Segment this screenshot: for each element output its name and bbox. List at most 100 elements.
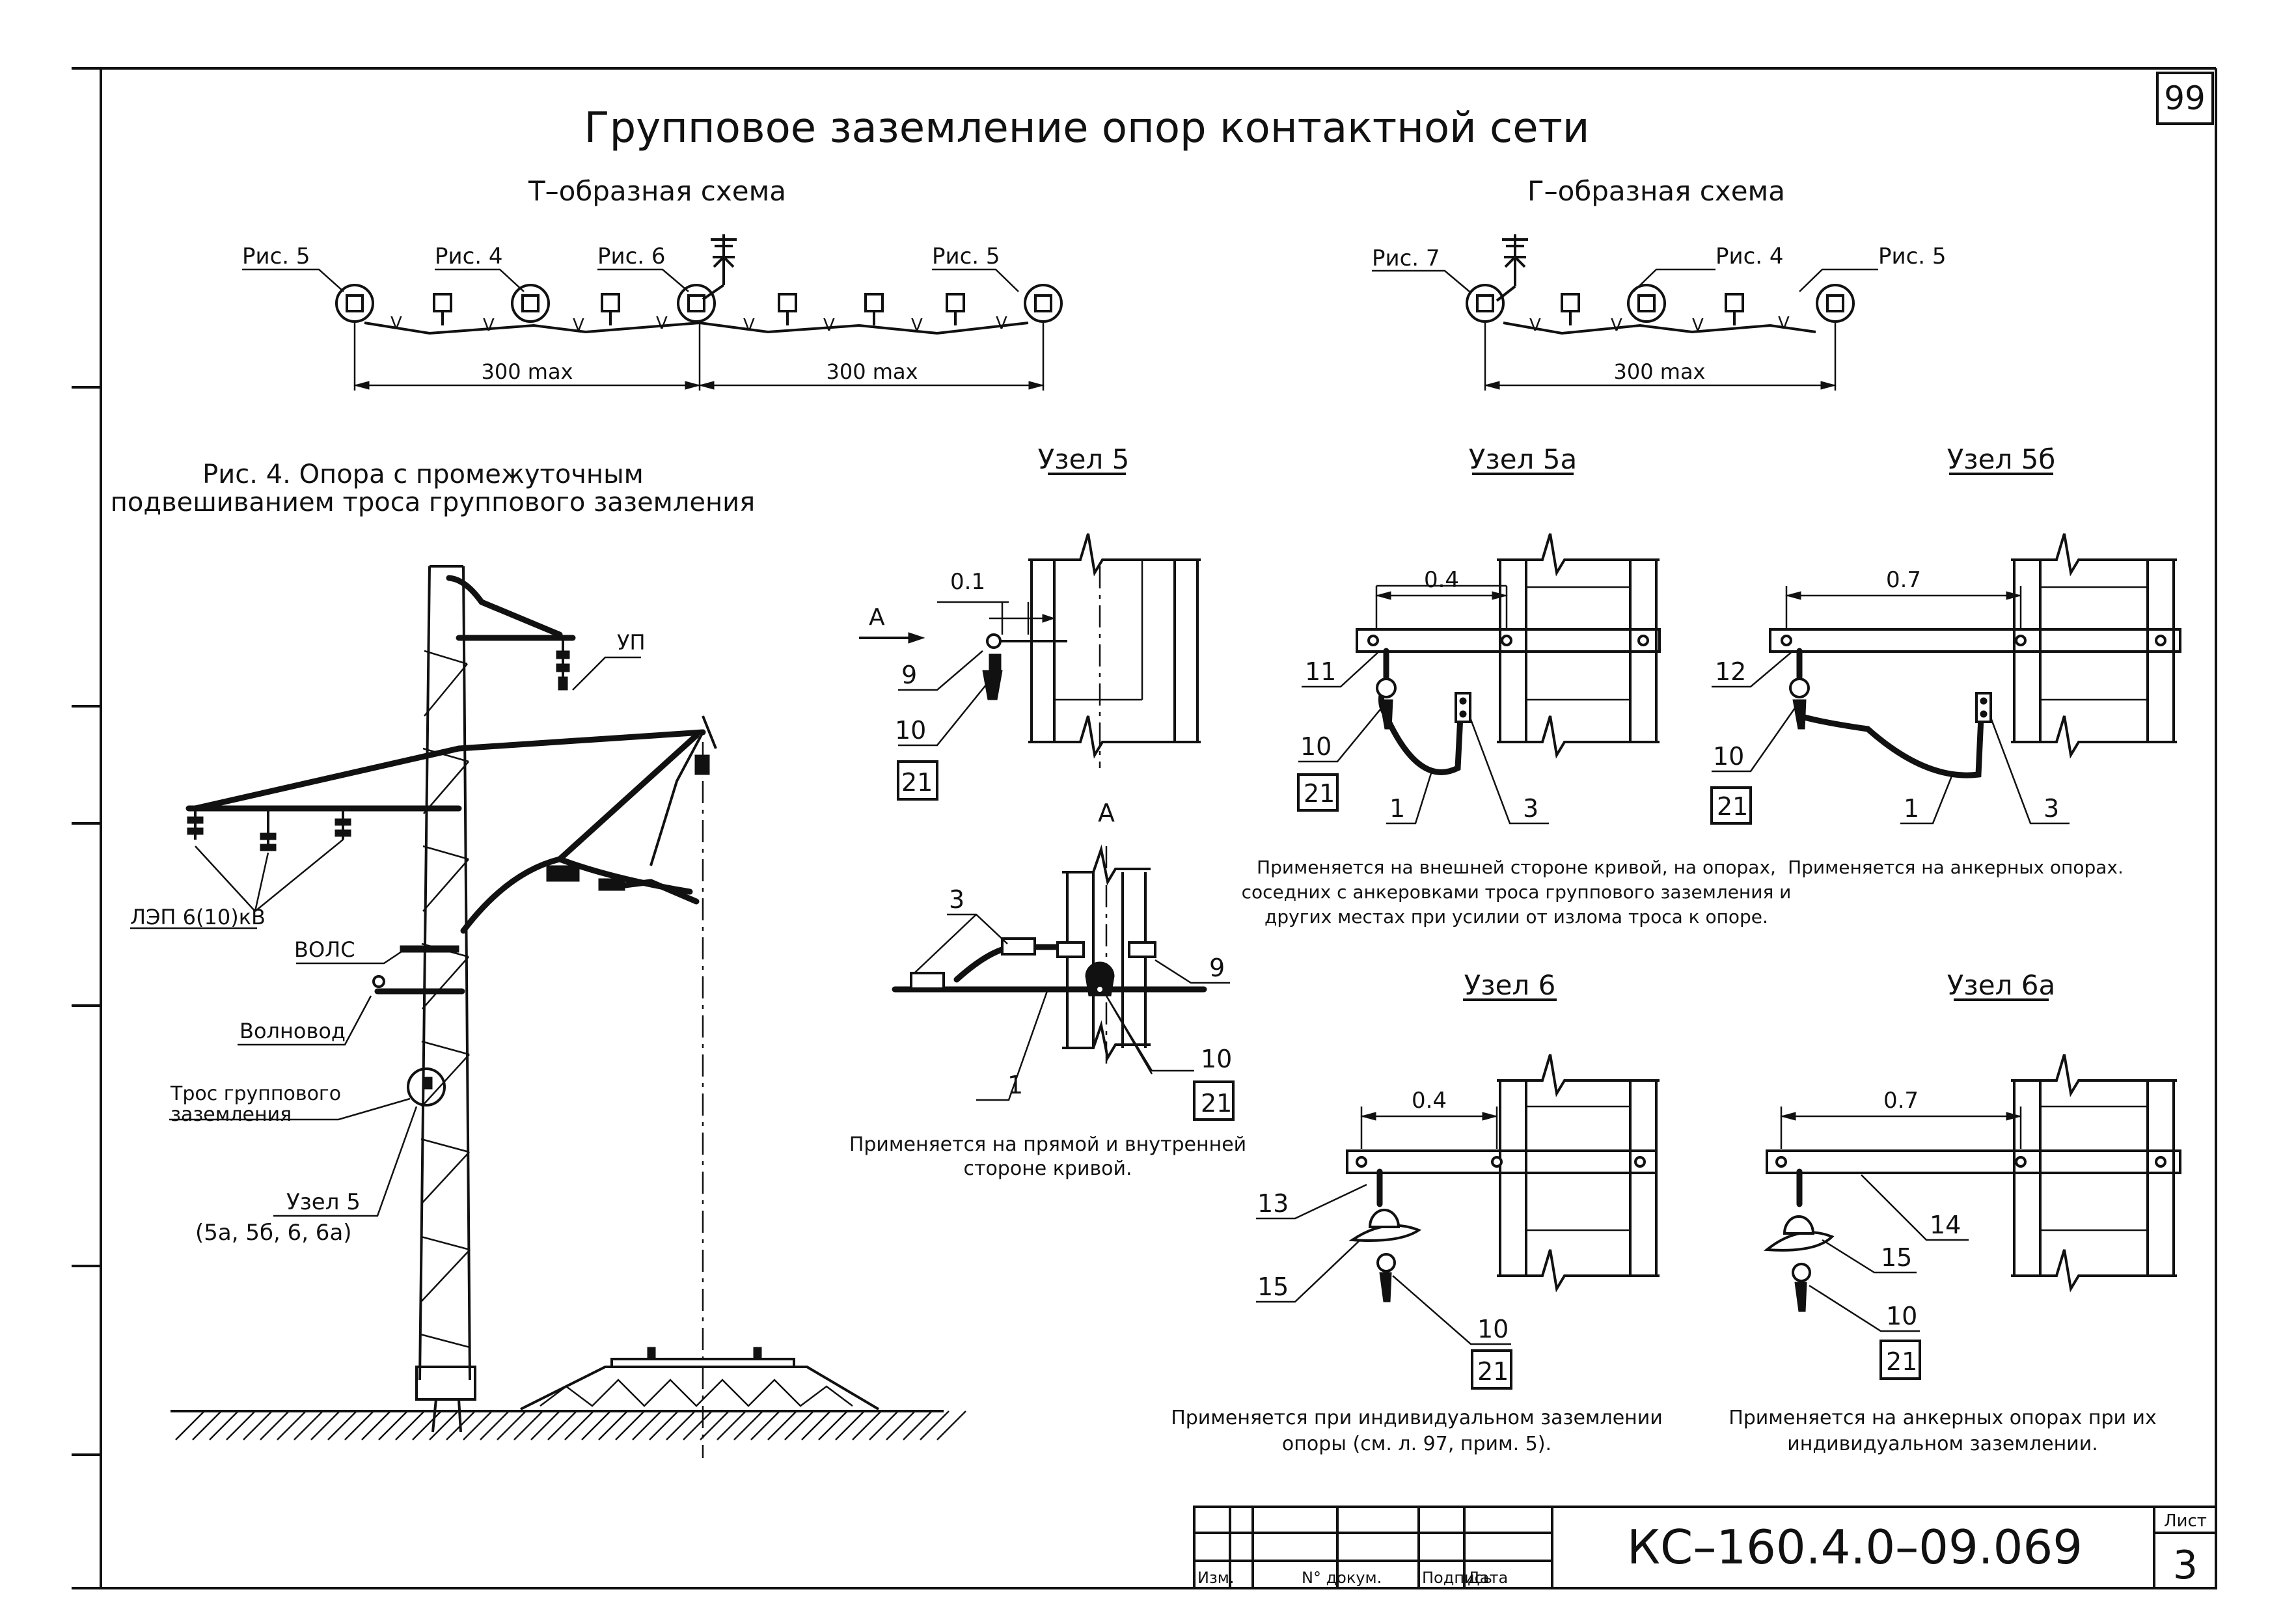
ground-hatch-line <box>835 1410 865 1440</box>
g-ref-ris5: Рис. 5 <box>1878 243 1947 269</box>
uzel5a-pos21: 21 <box>1304 779 1335 808</box>
ground-hatch-line <box>412 1410 442 1440</box>
ground-hatch-line <box>920 1410 950 1440</box>
t-scheme-title: Т–образная схема <box>528 175 786 207</box>
ground-hatch-line <box>598 1410 628 1440</box>
uzel5-view-pos21: 21 <box>1201 1089 1232 1118</box>
fig4-support: Рис. 4. Опора с промежуточным подвешиван… <box>111 460 966 1458</box>
uzel5-title: Узел 5 <box>1038 443 1130 475</box>
ground-hatch-line <box>327 1410 357 1440</box>
ground-hatch-line <box>310 1410 340 1440</box>
t-v7: V <box>911 316 923 335</box>
page-title: Групповое заземление опор контактной сет… <box>584 104 1590 152</box>
arrester-icon <box>1496 234 1528 302</box>
ground-hatch-line <box>446 1410 476 1440</box>
arrester-icon <box>702 234 737 301</box>
uzel5-view-label: А <box>1098 799 1115 827</box>
t-v2: V <box>483 316 495 335</box>
t-ref-ris4: Рис. 4 <box>435 243 503 269</box>
uzel5b: Узел 5б 0.7 12 10 21 1 3 Применяется на … <box>1710 443 2181 878</box>
label-lep: ЛЭП 6(10)кВ <box>130 905 266 929</box>
stamp-ndok: N° докум. <box>1302 1569 1382 1587</box>
ground-hatch-line <box>294 1410 323 1440</box>
t-ref-ris5-right: Рис. 5 <box>932 243 1000 269</box>
ground-hatch-line <box>192 1410 222 1440</box>
uzel5b-title: Узел 5б <box>1947 443 2056 475</box>
stamp-data: Дата <box>1468 1569 1508 1587</box>
uzel6a-dim: 0.7 <box>1883 1088 1919 1114</box>
uzel6a-note-2: индивидуальном заземлении. <box>1787 1433 2098 1455</box>
ground-hatch-line <box>480 1410 510 1440</box>
t-scheme: Т–образная схема Рис. 5 Рис. 4 Рис. 6 Ри… <box>242 175 1063 391</box>
ground-hatch-line <box>852 1410 882 1440</box>
uzel5b-pos12: 12 <box>1715 657 1746 686</box>
ground-hatch-line <box>361 1410 391 1440</box>
sheet-number: 99 <box>2164 79 2206 117</box>
ground-hatch-line <box>700 1410 730 1440</box>
uzel5b-pos3: 3 <box>2043 794 2059 823</box>
uzel5b-dim: 0.7 <box>1886 567 1921 593</box>
label-up: УП <box>617 630 646 655</box>
uzel5-arrow-label: А <box>869 604 885 631</box>
uzel5-view-pos1: 1 <box>1007 1071 1023 1099</box>
label-vols: ВОЛС <box>294 937 355 962</box>
uzel5-view-pos10: 10 <box>1201 1045 1232 1073</box>
sheet-number-box: 99 <box>2156 72 2214 125</box>
label-tros-2: заземления <box>171 1103 292 1126</box>
uzel6a-title: Узел 6а <box>1947 969 2055 1001</box>
t-v8: V <box>996 314 1007 333</box>
uzel6-pos15: 15 <box>1257 1272 1289 1301</box>
t-ref-ris6: Рис. 6 <box>597 243 666 269</box>
ground-hatch-line <box>429 1410 459 1440</box>
ground-hatch-line <box>581 1410 611 1440</box>
uzel6a-note-1: Применяется на анкерных опорах при их <box>1729 1407 2157 1429</box>
stamp-list-label: Лист <box>2164 1511 2207 1531</box>
ground-hatch-line <box>344 1410 374 1440</box>
ground-hatch-line <box>463 1410 493 1440</box>
uzel6-pos13: 13 <box>1257 1189 1289 1218</box>
uzel5-pos9: 9 <box>901 661 917 689</box>
uzel5a-pos11: 11 <box>1305 657 1336 686</box>
uzel5a-pos3: 3 <box>1523 794 1538 823</box>
uzel5a-pos10: 10 <box>1300 732 1332 761</box>
uzel5b-pos21: 21 <box>1717 792 1748 821</box>
t-v3: V <box>573 316 584 335</box>
uzel5a-title: Узел 5а <box>1469 443 1577 475</box>
ground-hatch-line <box>547 1410 577 1440</box>
ground-hatch-line <box>649 1410 679 1440</box>
label-volnovod: Волновод <box>239 1019 346 1043</box>
ground-hatch-line <box>209 1410 239 1440</box>
label-uzel5-ref-2: (5а, 5б, 6, 6а) <box>195 1220 352 1246</box>
uzel5a-note-3: других местах при усилии от излома троса… <box>1264 906 1768 928</box>
uzel5b-pos10: 10 <box>1713 742 1744 771</box>
ground-hatch-line <box>378 1410 408 1440</box>
g-scheme: Г–образная схема Рис. 7 Рис. 4 Рис. 5 V … <box>1372 175 1947 391</box>
ground-hatch-line <box>260 1410 290 1440</box>
t-v6: V <box>823 316 835 335</box>
fig4-caption-1: Рис. 4. Опора с промежуточным <box>202 460 644 489</box>
ground-hatch-line <box>632 1410 662 1440</box>
g-v4: V <box>1778 314 1790 333</box>
ground-hatch-line <box>530 1410 560 1440</box>
ground-hatch-line <box>869 1410 899 1440</box>
uzel5-note-1: Применяется на прямой и внутренней <box>849 1133 1246 1156</box>
t-dim-left: 300 max <box>482 359 573 384</box>
ground-hatch-line <box>226 1410 256 1440</box>
uzel5a-note-2: соседних с анкеровками троса группового … <box>1242 881 1792 903</box>
uzel5: Узел 5 0.1 А 9 10 21 А <box>849 443 1246 1180</box>
g-dim: 300 max <box>1614 359 1706 384</box>
uzel6a: Узел 6а 0.7 14 15 10 21 Применяется на а… <box>1729 969 2181 1455</box>
t-ref-ris5-left: Рис. 5 <box>242 243 310 269</box>
g-v1: V <box>1529 316 1541 335</box>
ground-hatch-line <box>801 1410 831 1440</box>
ground-hatch-line <box>733 1410 763 1440</box>
uzel6a-pos21: 21 <box>1886 1347 1917 1376</box>
g-v2: V <box>1611 316 1622 335</box>
g-scheme-title: Г–образная схема <box>1527 175 1785 207</box>
uzel6a-pos14: 14 <box>1930 1211 1961 1239</box>
ground-hatch-line <box>683 1410 713 1440</box>
ground-hatch-line <box>717 1410 746 1440</box>
t-v1: V <box>390 314 402 333</box>
ground-hatch-line <box>395 1410 425 1440</box>
